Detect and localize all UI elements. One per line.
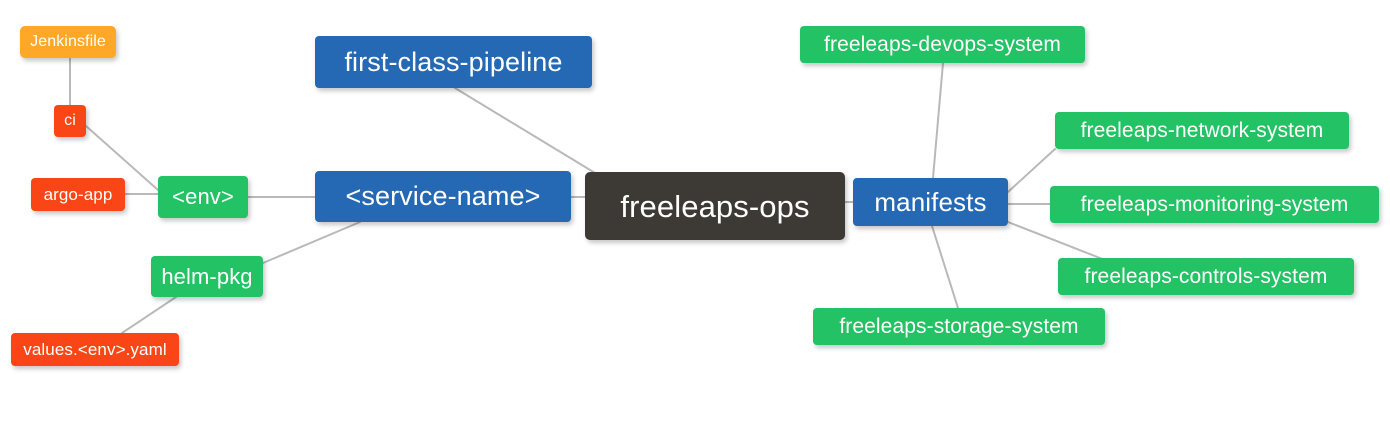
node-label-values-env-yaml: values.<env>.yaml — [23, 340, 167, 359]
edge-manifests-to-freeleaps-network-system — [1007, 148, 1056, 193]
node-label-helm-pkg: helm-pkg — [161, 263, 253, 289]
node-freeleaps-ops[interactable]: freeleaps-ops — [585, 172, 845, 240]
edge-service-name-to-helm-pkg — [262, 221, 361, 264]
node-label-freeleaps-storage-system: freeleaps-storage-system — [839, 315, 1079, 338]
node-label-first-class-pipeline: first-class-pipeline — [344, 46, 563, 77]
node-label-jenkinsfile: Jenkinsfile — [30, 33, 106, 50]
node-label-freeleaps-monitoring-system: freeleaps-monitoring-system — [1080, 193, 1349, 216]
edge-manifests-to-freeleaps-storage-system — [931, 225, 959, 309]
node-manifests[interactable]: manifests — [853, 178, 1008, 226]
edge-freeleaps-ops-to-first-class-pipeline — [454, 87, 601, 177]
node-first-class-pipeline[interactable]: first-class-pipeline — [315, 36, 592, 88]
node-label-manifests: manifests — [874, 187, 987, 217]
edge-env-to-ci — [85, 125, 159, 191]
node-service-name[interactable]: <service-name> — [315, 171, 571, 222]
node-argo-app[interactable]: argo-app — [31, 178, 125, 211]
edge-manifests-to-freeleaps-devops-system — [932, 62, 944, 179]
node-label-freeleaps-ops: freeleaps-ops — [620, 188, 810, 224]
node-jenkinsfile[interactable]: Jenkinsfile — [20, 26, 116, 58]
node-freeleaps-devops-system[interactable]: freeleaps-devops-system — [800, 26, 1085, 63]
node-label-argo-app: argo-app — [43, 185, 113, 204]
node-freeleaps-controls-system[interactable]: freeleaps-controls-system — [1058, 258, 1354, 295]
edge-helm-pkg-to-values-env-yaml — [121, 296, 177, 334]
node-label-env: <env> — [172, 184, 234, 209]
node-label-service-name: <service-name> — [345, 181, 541, 211]
edge-manifests-to-freeleaps-controls-system — [1007, 221, 1106, 261]
node-label-ci: ci — [64, 112, 76, 129]
node-label-freeleaps-devops-system: freeleaps-devops-system — [824, 33, 1061, 56]
node-freeleaps-storage-system[interactable]: freeleaps-storage-system — [813, 308, 1105, 345]
node-env[interactable]: <env> — [158, 176, 248, 218]
node-label-freeleaps-network-system: freeleaps-network-system — [1080, 119, 1324, 142]
node-freeleaps-network-system[interactable]: freeleaps-network-system — [1055, 112, 1349, 149]
node-label-freeleaps-controls-system: freeleaps-controls-system — [1084, 265, 1328, 288]
node-ci[interactable]: ci — [54, 105, 86, 137]
node-values-env-yaml[interactable]: values.<env>.yaml — [11, 333, 179, 366]
node-freeleaps-monitoring-system[interactable]: freeleaps-monitoring-system — [1050, 186, 1379, 223]
node-helm-pkg[interactable]: helm-pkg — [151, 256, 263, 297]
